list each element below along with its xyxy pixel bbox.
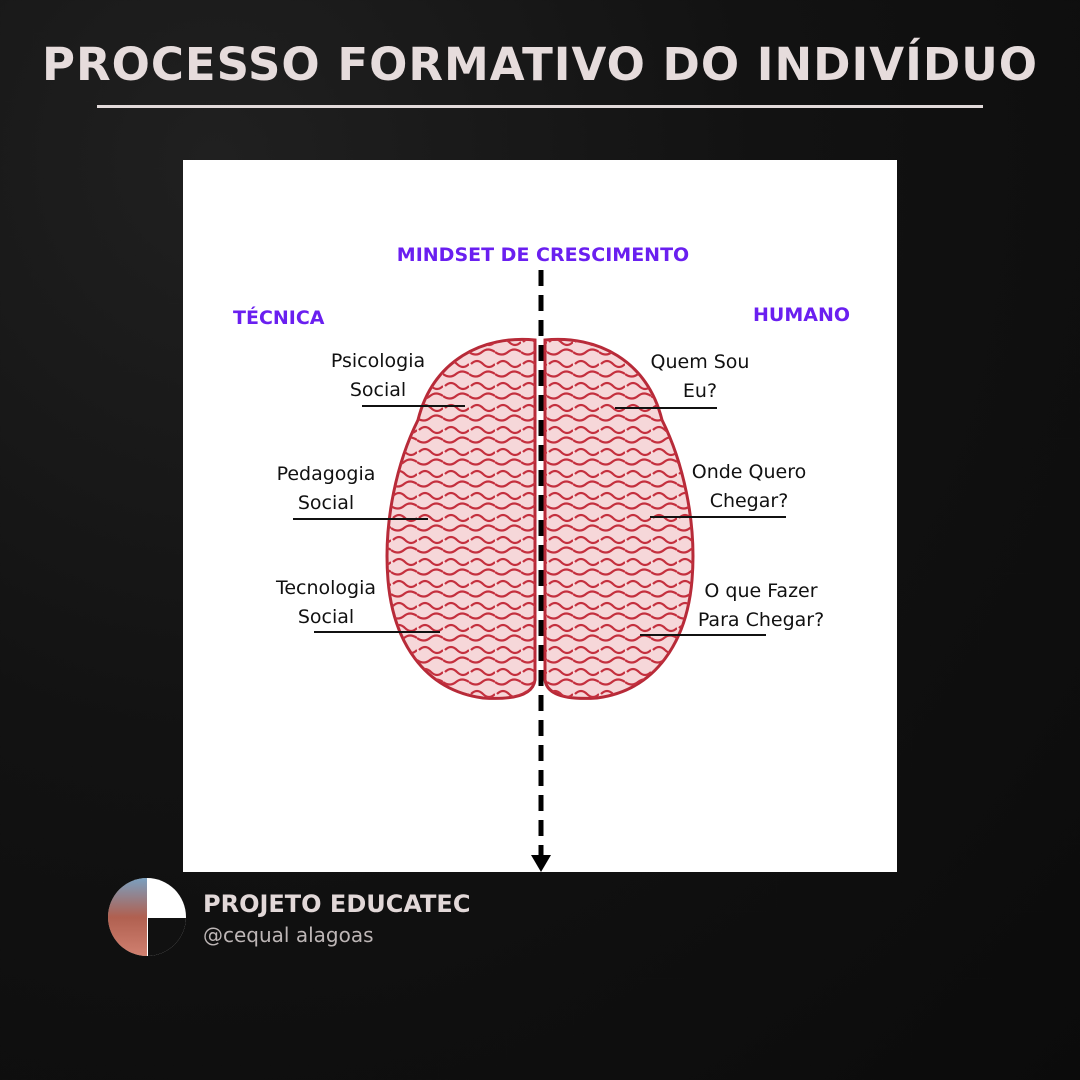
- avatar[interactable]: [108, 878, 186, 956]
- right-heading: HUMANO: [753, 304, 850, 326]
- page-title: PROCESSO FORMATIVO DO INDIVÍDUO: [41, 38, 1039, 91]
- pointer-line: [640, 634, 766, 636]
- pointer-line: [650, 516, 786, 518]
- pointer-line: [362, 405, 465, 407]
- title-divider: [97, 105, 983, 108]
- axis-label: MINDSET DE CRESCIMENTO: [396, 244, 690, 266]
- pointer-line: [293, 518, 428, 520]
- brain-illustration: [385, 270, 695, 872]
- account-handle[interactable]: @cequal alagoas: [203, 923, 374, 947]
- brain-left-hemisphere: [385, 337, 537, 700]
- arrow-down-icon: [531, 855, 551, 872]
- organization-name: PROJETO EDUCATEC: [203, 890, 471, 918]
- left-heading: TÉCNICA: [233, 307, 325, 329]
- pointer-line: [615, 407, 717, 409]
- brain-right-hemisphere: [543, 337, 695, 700]
- pointer-line: [314, 631, 440, 633]
